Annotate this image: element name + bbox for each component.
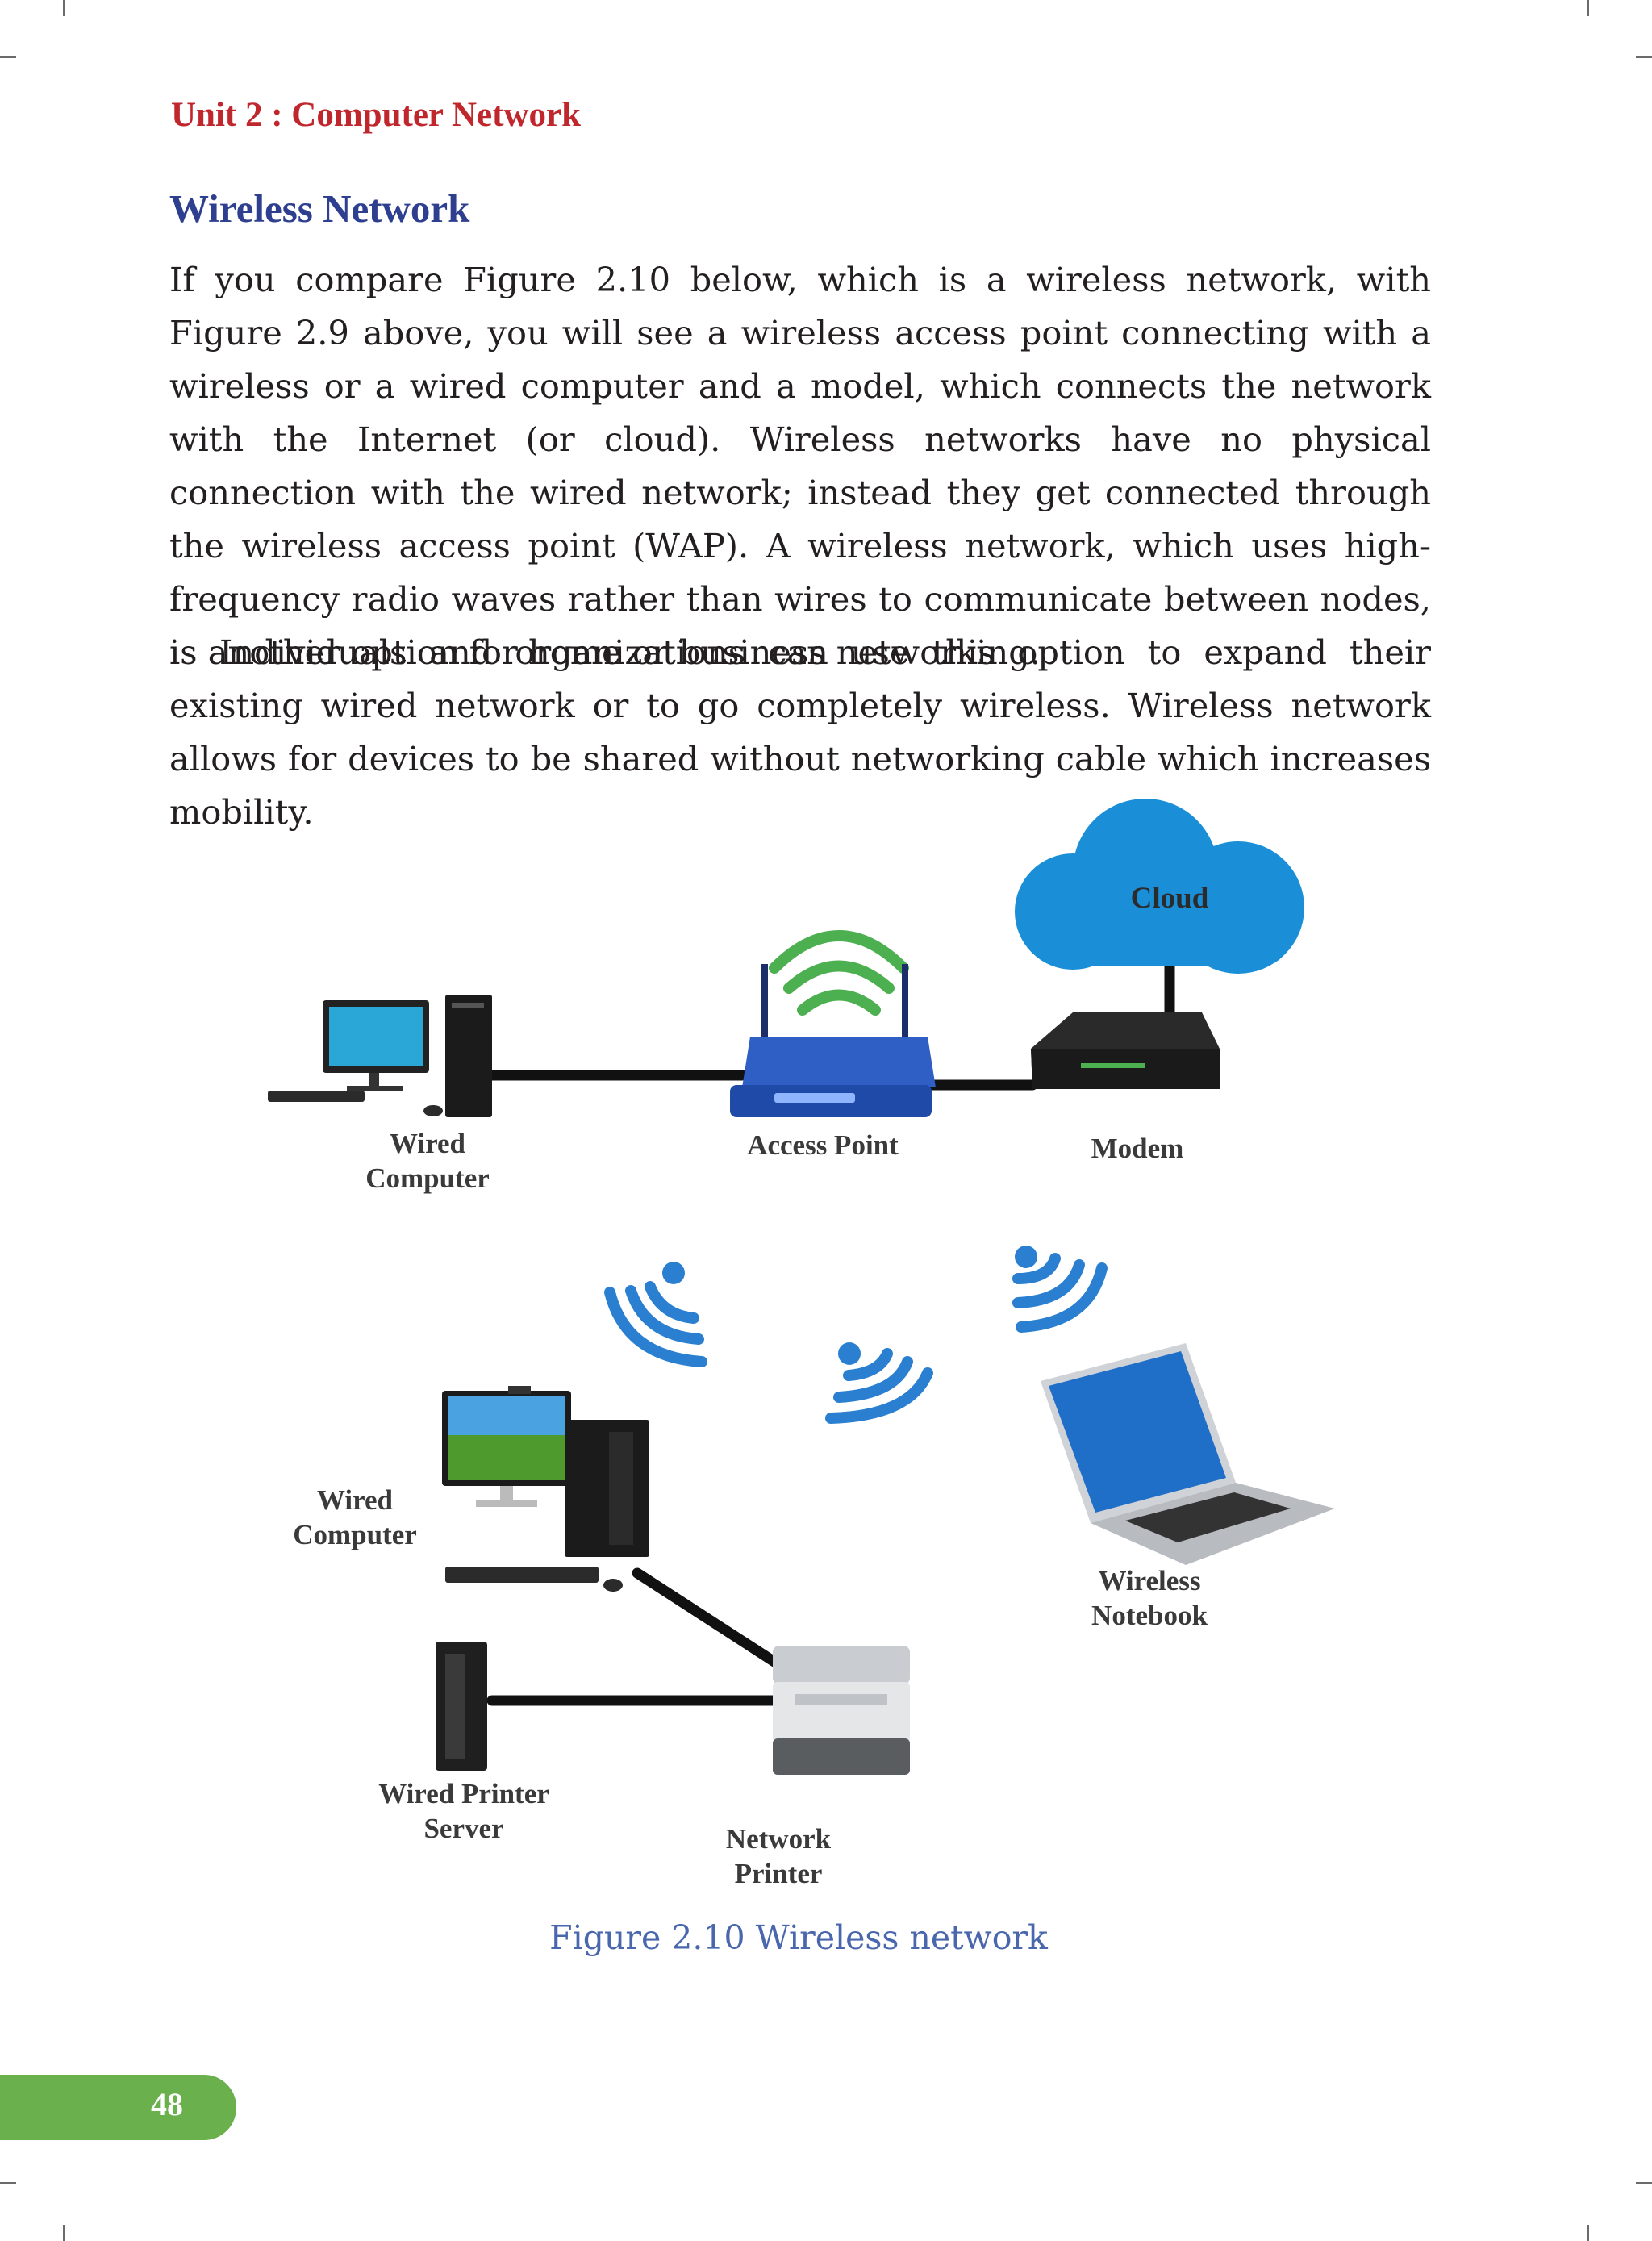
wired-computer-bottom-icon xyxy=(442,1386,649,1592)
wifi-signal-icon xyxy=(604,1262,707,1367)
connection-lines xyxy=(486,954,1175,1706)
crop-mark xyxy=(1587,2225,1589,2241)
network-printer-label: Network Printer xyxy=(725,1823,832,1889)
modem-label: Modem xyxy=(1091,1133,1184,1164)
body-paragraph: If you compare Figure 2.10 below, which … xyxy=(169,260,1431,672)
wireless-notebook-label: Wireless Notebook xyxy=(1091,1565,1208,1631)
page-number-tab xyxy=(0,2075,236,2140)
access-point-label: Access Point xyxy=(747,1129,899,1161)
crop-mark xyxy=(1587,0,1589,16)
wifi-signal-icon xyxy=(825,1342,933,1424)
network-printer-icon xyxy=(773,1646,910,1775)
page-number: 48 xyxy=(151,2086,183,2122)
unit-title: Unit 2 : Computer Network xyxy=(171,96,581,134)
crop-mark xyxy=(63,0,65,16)
network-diagram xyxy=(268,799,1335,1775)
wired-computer-top-label: Wired Computer xyxy=(365,1128,490,1194)
crop-mark xyxy=(0,2182,16,2184)
wired-computer-bottom-label: Wired Computer xyxy=(293,1484,417,1550)
wifi-signal-icon xyxy=(1012,1246,1108,1333)
wireless-network-figure: Cloud Wired Computer Access Point Modem … xyxy=(0,774,1652,1896)
crop-mark xyxy=(0,56,16,58)
wired-computer-top-icon xyxy=(268,995,492,1117)
cloud-icon xyxy=(1015,799,1304,974)
wireless-notebook-icon xyxy=(1041,1343,1335,1565)
printer-server-icon xyxy=(436,1642,487,1771)
printer-server-label: Wired Printer Server xyxy=(378,1778,549,1844)
figure-caption: Figure 2.10 Wireless network xyxy=(549,1918,1048,1957)
crop-mark xyxy=(63,2225,65,2241)
access-point-icon xyxy=(730,930,936,1117)
crop-mark xyxy=(1636,56,1652,58)
cloud-label: Cloud xyxy=(1130,882,1209,915)
wired-link-computer-printer xyxy=(632,1567,780,1667)
crop-mark xyxy=(1636,2182,1652,2184)
section-title: Wireless Network xyxy=(169,186,470,231)
body-paragraph: Individuals and organizations can use th… xyxy=(169,632,1431,832)
modem-icon xyxy=(1031,1012,1220,1089)
